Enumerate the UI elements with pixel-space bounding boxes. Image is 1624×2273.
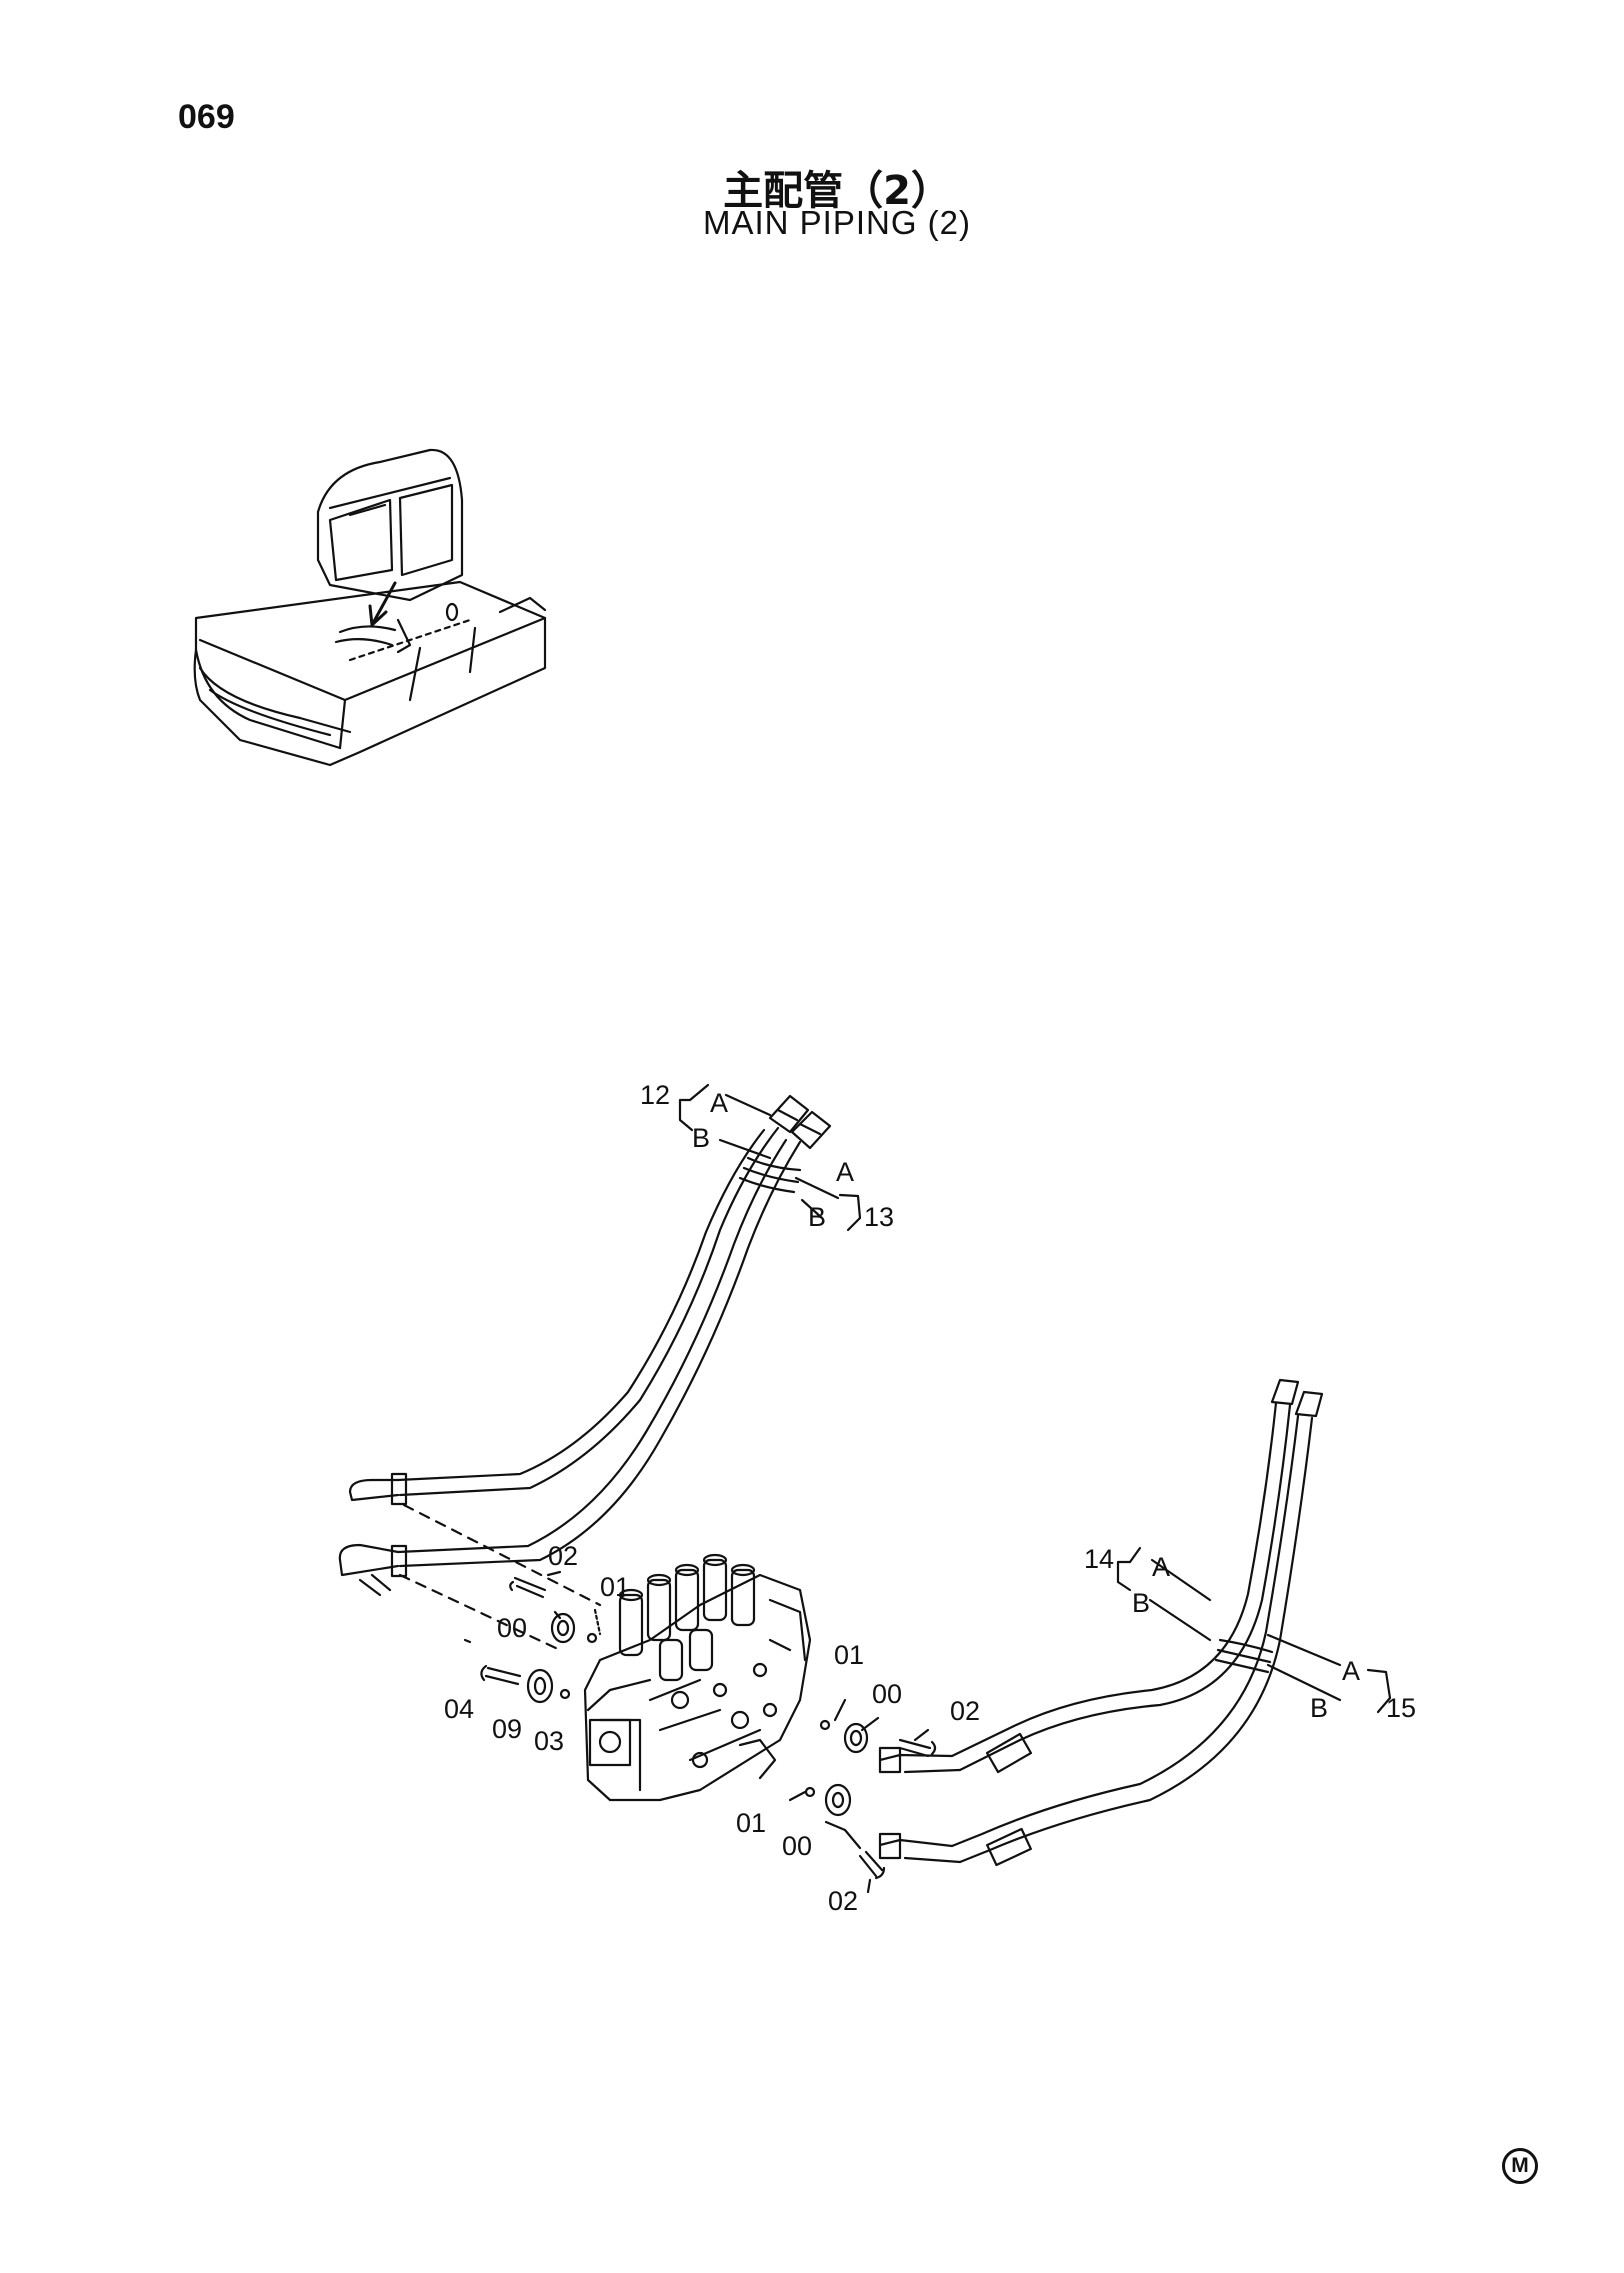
o-ring-icon (804, 1786, 816, 1798)
callout-12-a: A (710, 1088, 728, 1118)
callout-02-bottom: 02 (828, 1886, 858, 1916)
callout-14: 14 (1084, 1544, 1114, 1574)
flange-icon (824, 1783, 852, 1817)
callout-13: 13 (864, 1202, 894, 1232)
o-ring-icon (819, 1719, 831, 1731)
callout-00-bottom: 00 (782, 1831, 812, 1861)
callout-15: 15 (1386, 1693, 1416, 1723)
bolt-icon (858, 1850, 886, 1880)
callout-00-right: 00 (872, 1679, 902, 1709)
fittings (463, 1570, 937, 1894)
callout-00-top: 00 (497, 1613, 527, 1643)
hose-14-15 (878, 1378, 1392, 1867)
callout-01-top: 01 (600, 1572, 630, 1602)
flange-icon (843, 1722, 869, 1754)
callout-14-b: B (1132, 1588, 1150, 1618)
corner-mark: M (1502, 2148, 1538, 2184)
title-japanese: 主配管（2） (723, 168, 951, 214)
bolt-icon (480, 1664, 522, 1686)
o-ring-icon (586, 1632, 598, 1644)
callout-04: 04 (444, 1694, 474, 1724)
o-ring-icon (559, 1688, 571, 1700)
callout-13-b: B (808, 1202, 826, 1232)
callout-02-right: 02 (950, 1696, 980, 1726)
control-valve-icon (583, 1553, 812, 1802)
callout-labels: 12 A B A B 13 14 A B A B 15 02 01 00 04 … (444, 1080, 1416, 1916)
callout-09: 09 (492, 1714, 522, 1744)
excavator-locator-icon (193, 448, 547, 767)
callout-14-a: A (1152, 1552, 1170, 1582)
hose-12-13 (338, 1083, 862, 1652)
callout-12-b: B (692, 1123, 710, 1153)
callout-15-b: B (1310, 1693, 1328, 1723)
bolt-icon (509, 1576, 547, 1599)
callout-15-a: A (1342, 1656, 1360, 1686)
page-number: 069 (178, 98, 235, 136)
callout-13-a: A (836, 1157, 854, 1187)
title-english: MAIN PIPING (2) (702, 204, 972, 241)
callout-01-bottom: 01 (736, 1808, 766, 1838)
callout-12: 12 (640, 1080, 670, 1110)
callout-03: 03 (534, 1726, 564, 1756)
flange-icon (526, 1668, 554, 1704)
flange-icon (550, 1612, 576, 1644)
bolt-icon (898, 1738, 937, 1758)
callout-01-right: 01 (834, 1640, 864, 1670)
callout-02-top: 02 (548, 1541, 578, 1571)
